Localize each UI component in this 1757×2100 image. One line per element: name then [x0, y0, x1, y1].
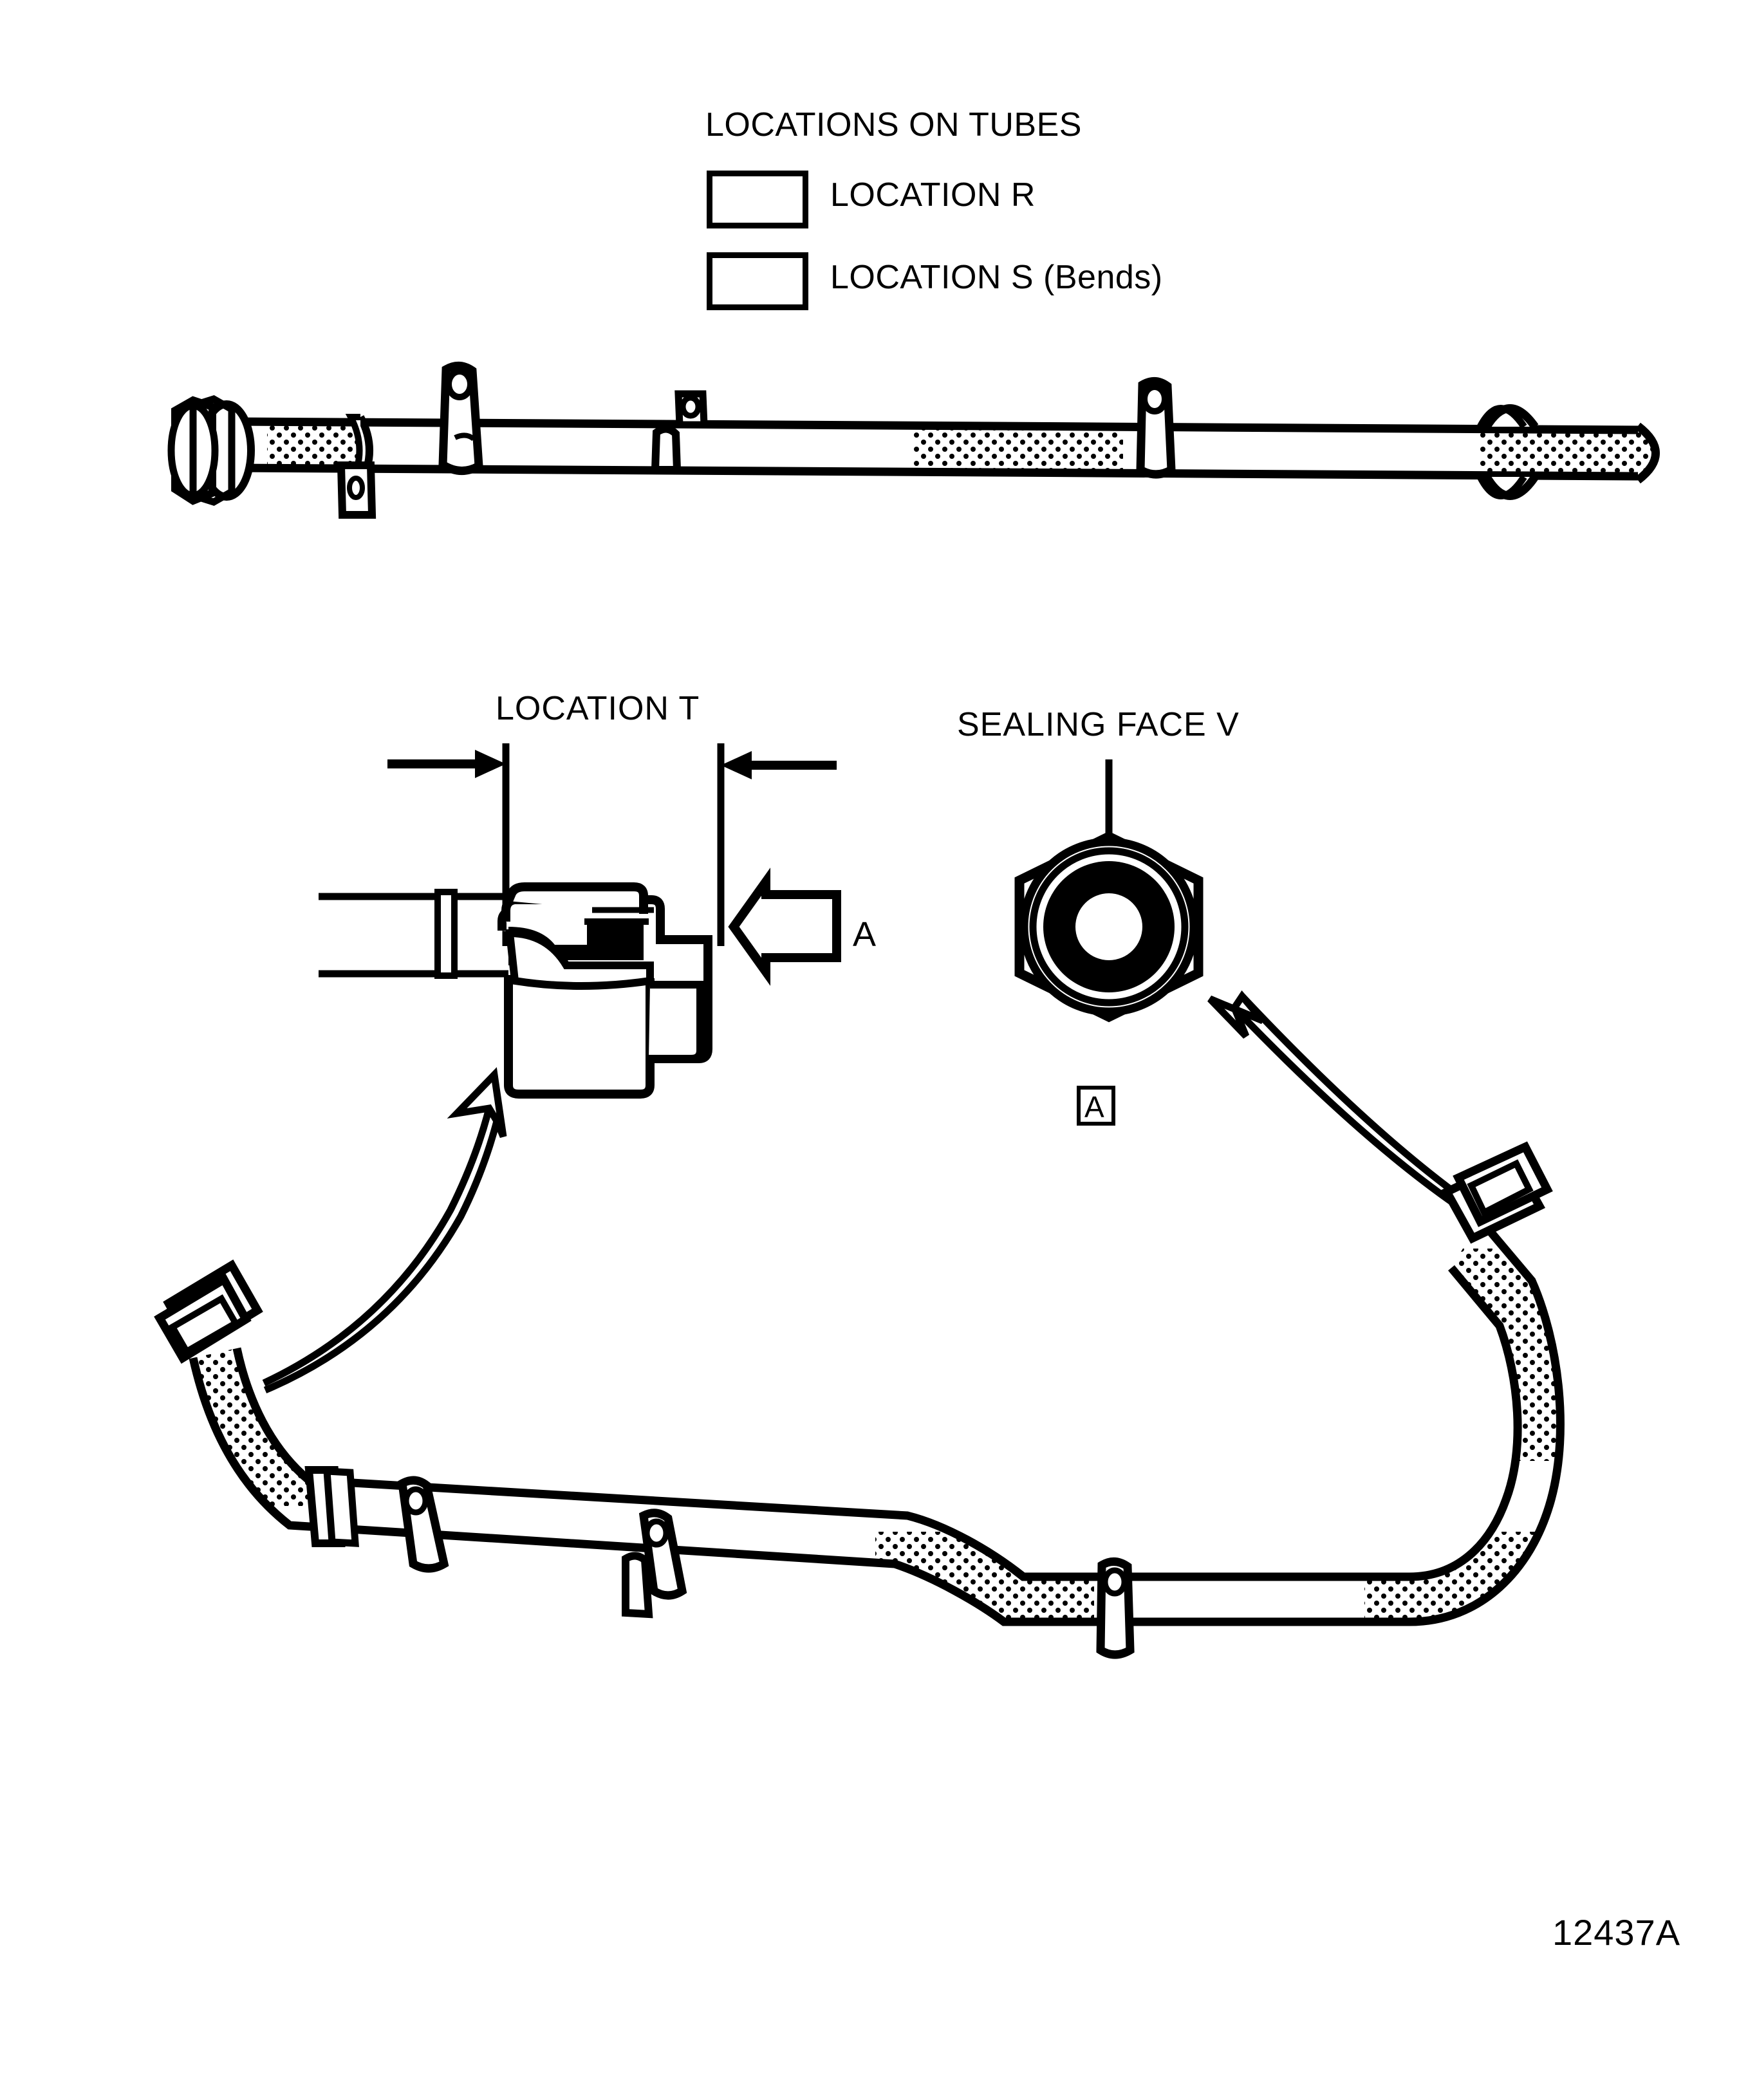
curved-tube-clip-tab [622, 1552, 653, 1619]
tube-bracket-1 [337, 461, 376, 519]
legend-swatch-location-r [707, 171, 808, 228]
connector-tube-stub [319, 889, 508, 979]
curved-tube-fitting-right [1440, 1141, 1553, 1244]
legend-swatch-location-s [707, 252, 808, 310]
curved-tube-body [193, 1220, 1561, 1622]
curved-tube-inner-edge [232, 1265, 1522, 1581]
legend-title: LOCATIONS ON TUBES [705, 106, 1082, 144]
curved-tube-clamp-2 [638, 1509, 687, 1600]
tube-collar-right [1477, 404, 1539, 500]
hex-nut-left [167, 395, 255, 506]
sealing-face-v-label: SEALING FACE V [957, 706, 1240, 743]
tube-clamp-1 [438, 362, 483, 475]
view-arrow-a [728, 868, 841, 986]
leader-arrow-left [262, 1067, 507, 1394]
section-marker-a-label: A [1084, 1090, 1104, 1124]
curved-tube-clamp-1 [397, 1476, 449, 1573]
straight-tube-assembly [167, 362, 1660, 519]
view-arrow-a-label: A [853, 915, 877, 954]
dimension-arrow-right [721, 751, 837, 779]
legend-label-location-s: LOCATION S (Bends) [830, 259, 1163, 296]
tube-clip-tab [651, 425, 682, 474]
tube-bracket-2 [674, 390, 708, 429]
curved-tube-assembly [154, 1141, 1565, 1659]
curved-tube-bend-bands [193, 1249, 1561, 1622]
section-marker-box [1077, 1086, 1115, 1126]
drawing-number: 12437A [1552, 1912, 1681, 1953]
tube-clamp-2 [1136, 377, 1176, 479]
legend-label-location-r: LOCATION R [830, 176, 1036, 214]
nut-face-detail [1014, 759, 1204, 1023]
curved-tube-fitting-left [154, 1259, 263, 1364]
location-t-label: LOCATION T [496, 690, 700, 727]
leader-arrow-right [1207, 990, 1464, 1208]
curved-tube-clamp-3 [1096, 1557, 1135, 1659]
curved-tube-collar [304, 1466, 359, 1547]
nut-bore [1075, 893, 1142, 960]
curved-tube-outer-edge [189, 1216, 1565, 1626]
connector-body [497, 882, 712, 1099]
dimension-arrow-left [387, 750, 506, 778]
connector-detail [319, 743, 841, 1099]
